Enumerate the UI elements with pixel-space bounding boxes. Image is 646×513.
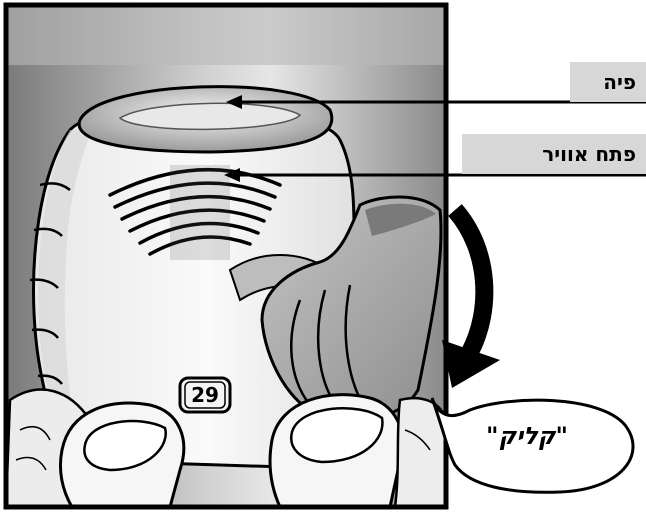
hand <box>6 388 446 507</box>
click-sound-text: "קליק" <box>486 422 568 450</box>
dose-counter-value: 29 <box>191 383 219 407</box>
dose-counter <box>178 376 232 414</box>
click-speech-bubble <box>430 397 635 494</box>
image-frame <box>3 2 449 510</box>
mouthpiece-label: פיה <box>570 62 646 102</box>
air-vent-grille <box>108 167 282 256</box>
mouthpiece-pointer-icon <box>226 95 242 109</box>
rotation-arrow <box>442 204 500 388</box>
background-scene <box>6 5 446 507</box>
air-vent-pointer-icon <box>224 168 240 182</box>
grip-ridges <box>29 182 71 385</box>
leader-lines <box>236 100 646 177</box>
air-vent-label: פתח אוויר <box>462 134 646 174</box>
